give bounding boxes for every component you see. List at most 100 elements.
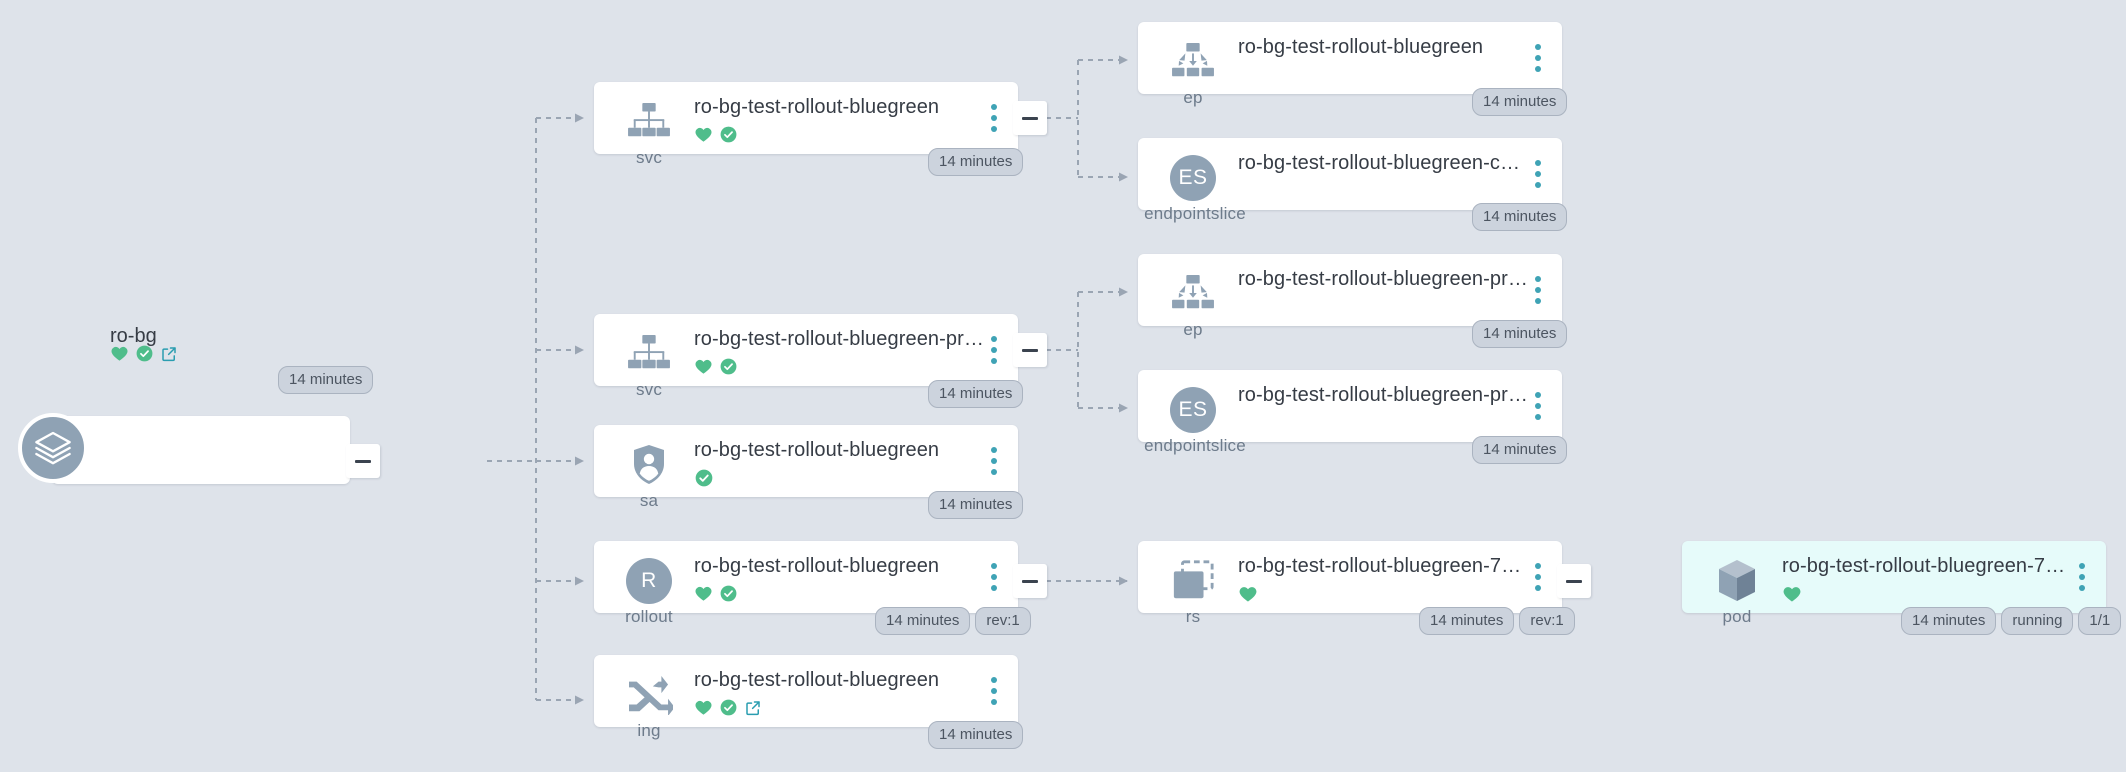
resource-kind-label: sa: [639, 491, 659, 510]
badges-ingress: 14 minutes: [928, 721, 1024, 749]
age-badge: 14 minutes: [1901, 607, 1997, 635]
resource-name: ro-bg-test-rollout-bluegreen-7…: [1238, 555, 1522, 577]
check-circle-icon: [719, 584, 738, 608]
resource-name: ro-bg-test-rollout-bluegreen: [694, 96, 940, 118]
pod-icon: [1704, 553, 1770, 609]
resource-name: ro-bg-test-rollout-bluegreen-c…: [1238, 152, 1521, 174]
rollout-icon: R: [616, 553, 682, 609]
resource-kind-label: ep: [1183, 88, 1203, 107]
ingress-icon: [616, 667, 682, 723]
service-icon: [616, 94, 682, 150]
resource-name: ro-bg-test-rollout-bluegreen: [694, 439, 940, 461]
heart-icon: [694, 698, 713, 722]
resource-node-svc-preview[interactable]: svc ro-bg-test-rollout-bluegreen-pr…: [594, 314, 1018, 399]
resource-node-serviceaccount[interactable]: sa ro-bg-test-rollout-bluegreen: [594, 425, 1018, 510]
check-circle-icon: [719, 125, 738, 149]
heart-icon: [1238, 584, 1258, 609]
collapse-button-svc-active[interactable]: [1013, 101, 1047, 135]
resource-kind-label: rollout: [625, 607, 673, 626]
node-menu-button[interactable]: [2072, 561, 2092, 593]
resource-name: ro-bg-test-rollout-bluegreen-pr…: [1238, 384, 1528, 406]
endpoints-icon: [1160, 34, 1226, 90]
node-menu-button[interactable]: [1528, 158, 1548, 190]
serviceaccount-icon: [616, 437, 682, 493]
node-menu-button[interactable]: [1528, 561, 1548, 593]
badges-serviceaccount: 14 minutes: [928, 491, 1024, 519]
resource-node-ep-preview[interactable]: ep ro-bg-test-rollout-bluegreen-pr…: [1138, 254, 1562, 339]
resource-name: ro-bg-test-rollout-bluegreen: [1238, 36, 1484, 58]
heart-icon: [694, 125, 713, 149]
age-badge: 14 minutes: [928, 721, 1024, 749]
resource-kind-label: endpointslice: [1144, 204, 1246, 223]
badges-svc-active: 14 minutes: [928, 148, 1024, 176]
node-menu-button[interactable]: [984, 675, 1004, 707]
resource-kind-label: endpointslice: [1144, 436, 1246, 455]
resource-status-icons: [1782, 585, 1802, 607]
resource-node-ep-active[interactable]: ep ro-bg-test-rollout-bluegreen: [1138, 22, 1562, 107]
resource-name: ro-bg-test-rollout-bluegreen: [694, 669, 940, 691]
resource-node-replicaset[interactable]: rs ro-bg-test-rollout-bluegreen-7…: [1138, 541, 1562, 626]
collapse-button-svc-preview[interactable]: [1013, 333, 1047, 367]
layers-icon: [18, 413, 88, 483]
age-badge: 14 minutes: [928, 380, 1024, 408]
resource-name: ro-bg-test-rollout-bluegreen-pr…: [1238, 268, 1528, 290]
check-circle-icon: [719, 698, 738, 722]
external-link-icon[interactable]: [160, 345, 178, 368]
heart-icon: [694, 357, 713, 381]
age-badge: 14 minutes: [928, 148, 1024, 176]
resource-node-rollout[interactable]: R rollout ro-bg-test-rollout-bluegreen: [594, 541, 1018, 626]
resource-name: ro-bg-test-rollout-bluegreen: [694, 555, 940, 577]
external-link-icon[interactable]: [744, 699, 762, 722]
resource-kind-label: ing: [637, 721, 661, 740]
avatar: ES: [1170, 155, 1216, 201]
resource-status-icons: [694, 469, 714, 491]
badges-ep-active: 14 minutes: [1472, 88, 1568, 116]
badges-svc-preview: 14 minutes: [928, 380, 1024, 408]
check-circle-icon: [135, 344, 154, 368]
age-badge: 14 minutes: [1419, 607, 1515, 635]
node-menu-button[interactable]: [984, 334, 1004, 366]
badges-replicaset: 14 minutes rev:1: [1419, 607, 1575, 635]
age-badge: 14 minutes: [875, 607, 971, 635]
node-menu-button[interactable]: [984, 561, 1004, 593]
replicaset-icon: [1160, 553, 1226, 609]
collapse-button-rollout[interactable]: [1013, 564, 1047, 598]
heart-icon: [694, 584, 713, 608]
resource-status-icons: [694, 126, 738, 148]
application-badges: 14 minutes: [278, 366, 374, 394]
resource-node-endpointslice-preview[interactable]: ES endpointslice ro-bg-test-rollout-blue…: [1138, 370, 1562, 455]
application-status-icons: [110, 344, 178, 368]
age-badge: 14 minutes: [1472, 88, 1568, 116]
endpointslice-icon: ES: [1160, 382, 1226, 438]
node-menu-button[interactable]: [1528, 274, 1548, 306]
resource-node-endpointslice-active[interactable]: ES endpointslice ro-bg-test-rollout-blue…: [1138, 138, 1562, 223]
application-collapse-button[interactable]: [346, 444, 380, 478]
revision-badge: rev:1: [975, 607, 1031, 635]
node-menu-button[interactable]: [1528, 390, 1548, 422]
check-circle-icon: [694, 468, 714, 493]
avatar: R: [626, 558, 672, 604]
age-badge: 14 minutes: [1472, 203, 1568, 231]
application-node[interactable]: [52, 416, 350, 484]
node-menu-button[interactable]: [984, 445, 1004, 477]
collapse-button-replicaset[interactable]: [1557, 564, 1591, 598]
node-menu-button[interactable]: [984, 102, 1004, 134]
resource-name: ro-bg-test-rollout-bluegreen-pr…: [694, 328, 984, 350]
node-menu-button[interactable]: [1528, 42, 1548, 74]
resource-node-svc-active[interactable]: svc ro-bg-test-rollout-bluegreen: [594, 82, 1018, 167]
resource-kind-label: pod: [1722, 607, 1752, 626]
resource-kind-label: ep: [1183, 320, 1203, 339]
endpoints-icon: [1160, 266, 1226, 322]
badges-ep-preview: 14 minutes: [1472, 320, 1568, 348]
age-badge: 14 minutes: [1472, 436, 1568, 464]
badges-rollout: 14 minutes rev:1: [875, 607, 1031, 635]
resource-node-ingress[interactable]: ing ro-bg-test-rollout-bluegreen: [594, 655, 1018, 740]
application-title: ro-bg: [110, 325, 157, 347]
age-badge: 14 minutes: [928, 491, 1024, 519]
resource-kind-label: svc: [635, 148, 663, 167]
resource-node-pod[interactable]: pod ro-bg-test-rollout-bluegreen-7…: [1682, 541, 2106, 626]
resource-name: ro-bg-test-rollout-bluegreen-7…: [1782, 555, 2066, 577]
resource-status-icons: [1238, 585, 1258, 607]
heart-icon: [1782, 584, 1802, 609]
